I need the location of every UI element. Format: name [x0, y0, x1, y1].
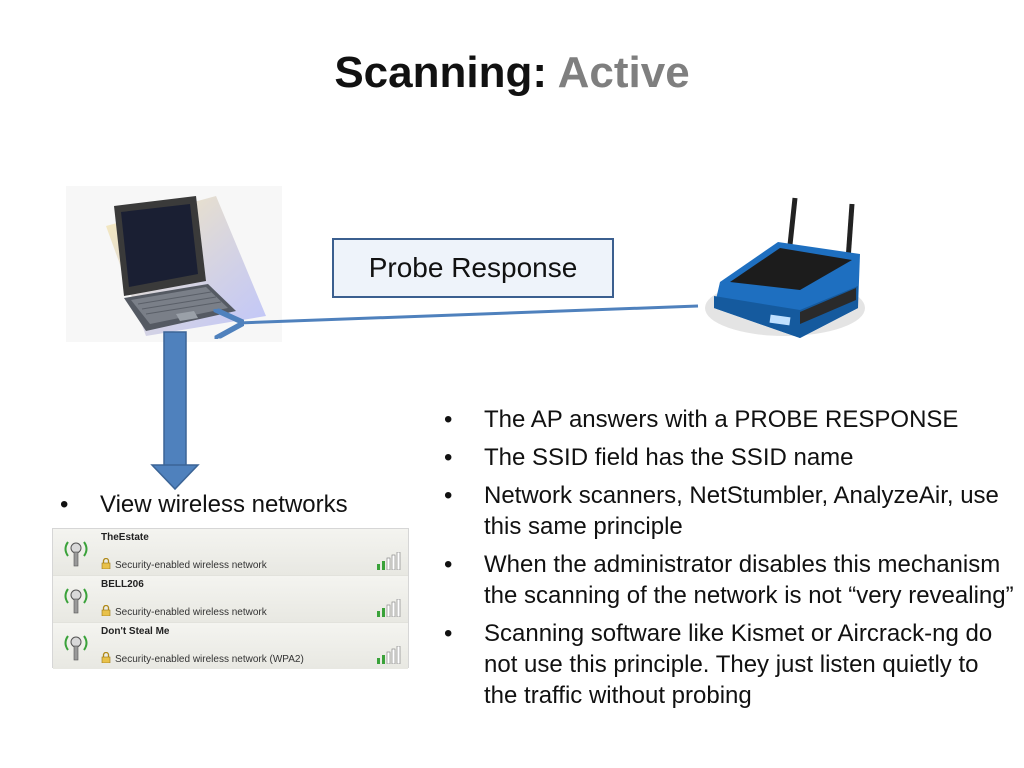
- network-ssid: TheEstate: [101, 532, 149, 543]
- signal-strength-icon: [377, 646, 401, 664]
- signal-strength-icon: [377, 552, 401, 570]
- network-ssid: Don't Steal Me: [101, 626, 170, 637]
- title-scanning: Scanning:: [334, 48, 558, 97]
- laptop-image: [66, 186, 282, 342]
- laptop-icon: [106, 196, 266, 336]
- lock-icon: [101, 605, 111, 616]
- wireless-antenna-icon: [64, 541, 88, 567]
- left-bullet-text: View wireless networks: [100, 491, 348, 518]
- bullet-dot: •: [60, 491, 69, 518]
- left-bullet: • View wireless networks: [60, 490, 440, 520]
- bullet-item: Network scanners, NetStumbler, AnalyzeAi…: [444, 480, 1016, 542]
- wireless-antenna-icon: [64, 635, 88, 661]
- network-security: Security-enabled wireless network: [115, 560, 267, 571]
- network-ssid: BELL206: [101, 579, 144, 590]
- down-arrow: [150, 331, 200, 491]
- bullet-item: Scanning software like Kismet or Aircrac…: [444, 618, 1016, 711]
- network-row[interactable]: BELL206 Security-enabled wireless networ…: [53, 576, 408, 623]
- wireless-network-list: TheEstate Security-enabled wireless netw…: [52, 528, 409, 669]
- signal-strength-icon: [377, 599, 401, 617]
- network-row[interactable]: TheEstate Security-enabled wireless netw…: [53, 529, 408, 576]
- network-row[interactable]: Don't Steal Me Security-enabled wireless…: [53, 623, 408, 669]
- bullet-item: When the administrator disables this mec…: [444, 549, 1016, 611]
- title-active: Active: [557, 48, 690, 97]
- slide-title: Scanning: Active: [0, 44, 1024, 102]
- router-image: [700, 190, 870, 350]
- bullet-list: The AP answers with a PROBE RESPONSE The…: [444, 404, 1016, 718]
- wireless-antenna-icon: [64, 588, 88, 614]
- router-icon: [705, 197, 865, 338]
- probe-response-box: Probe Response: [332, 238, 614, 298]
- lock-icon: [101, 652, 111, 663]
- bullet-item: The AP answers with a PROBE RESPONSE: [444, 404, 1016, 435]
- lock-icon: [101, 558, 111, 569]
- bullet-item: The SSID field has the SSID name: [444, 442, 1016, 473]
- network-security: Security-enabled wireless network: [115, 607, 267, 618]
- probe-response-arrow: [238, 304, 699, 323]
- network-security: Security-enabled wireless network (WPA2): [115, 654, 304, 665]
